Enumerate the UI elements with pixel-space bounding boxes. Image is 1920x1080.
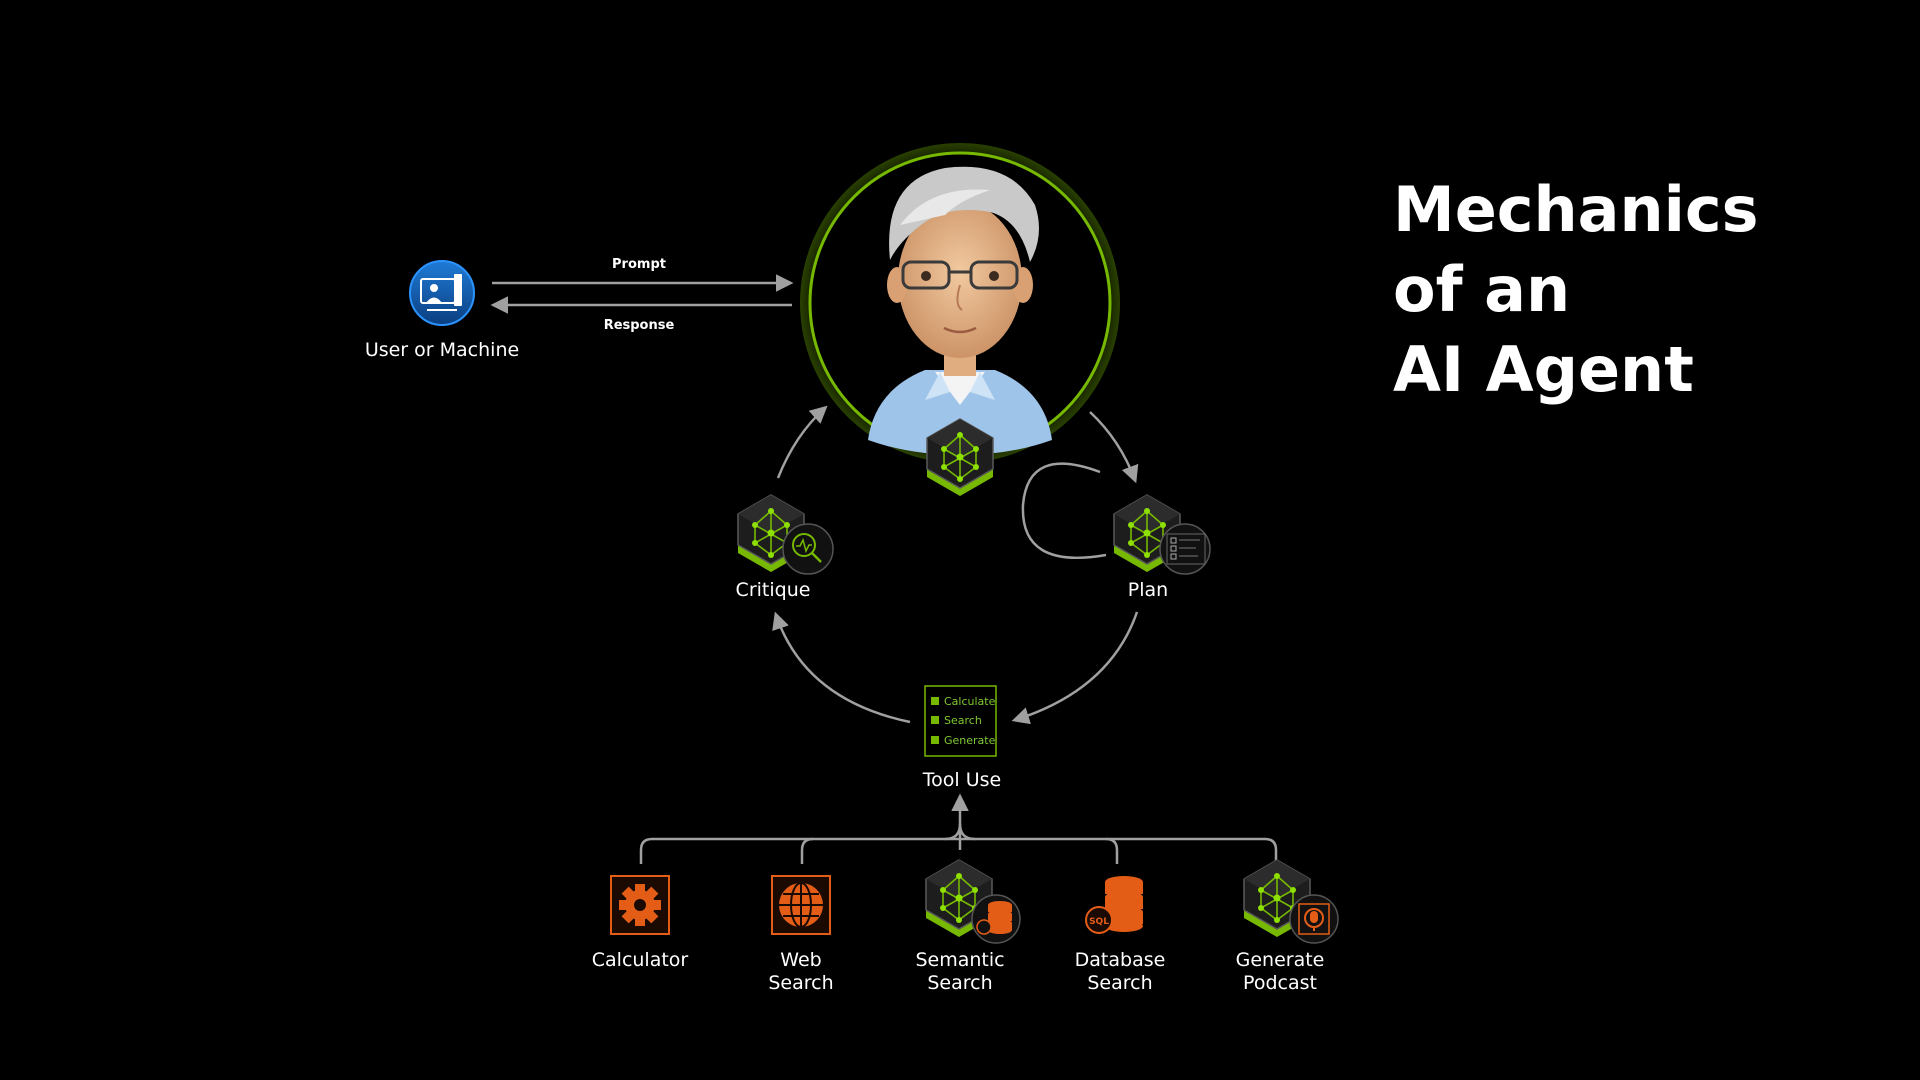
- checklist-item: Generate: [944, 734, 996, 747]
- loop-arrow-tooluse-to-critique: [772, 611, 911, 724]
- tool-label: Generate: [1236, 949, 1325, 971]
- microphone-cube-icon: [1289, 894, 1339, 944]
- tool-semantic-search: Semantic Search: [915, 859, 1021, 994]
- tool-connectors: [639, 793, 1278, 864]
- sql-badge: SQL: [1089, 917, 1109, 927]
- user-terminal-icon: [409, 260, 475, 326]
- prompt-label: Prompt: [612, 257, 666, 272]
- tool-label: Database: [1075, 949, 1166, 971]
- tool-database-search: SQL Database Search: [1075, 876, 1166, 994]
- loop-arrow-critique-to-agent: [776, 405, 828, 479]
- sql-database-icon: SQL: [1085, 876, 1143, 934]
- user-label: User or Machine: [365, 339, 519, 361]
- tool-label: Search: [768, 972, 833, 994]
- user-node: User or Machine: [365, 260, 519, 361]
- plan-self-loop: [1021, 462, 1107, 560]
- response-label: Response: [604, 318, 675, 333]
- title-line: Mechanics: [1393, 173, 1759, 246]
- tool-generate-podcast: Generate Podcast: [1236, 859, 1339, 994]
- magnifier-pulse-icon: [782, 523, 834, 575]
- checklist-item: Calculate: [944, 695, 996, 708]
- gear-icon: [610, 875, 670, 935]
- tool-calculator: Calculator: [592, 875, 689, 971]
- globe-icon: [771, 875, 831, 935]
- tool-label: Calculator: [592, 949, 689, 971]
- tool-label: Semantic: [915, 949, 1004, 971]
- loop-arrow-plan-to-tooluse: [1011, 611, 1139, 725]
- response-arrow: Response: [490, 296, 792, 333]
- checklist-box: [931, 716, 939, 724]
- database-cube-icon: [971, 894, 1021, 944]
- loop-arrow-agent-to-plan: [1089, 411, 1139, 484]
- title-line: AI Agent: [1393, 333, 1694, 406]
- tool-label: Web: [780, 949, 821, 971]
- tool-use-node: Calculate Search Generate Tool Use: [922, 685, 1001, 791]
- checklist-box: [931, 736, 939, 744]
- page-title: Mechanics of an AI Agent: [1393, 170, 1759, 410]
- tool-web-search: Web Search: [768, 875, 834, 994]
- tool-use-label: Tool Use: [922, 769, 1001, 791]
- checklist-item: Search: [944, 714, 982, 727]
- tool-label: Podcast: [1243, 972, 1317, 994]
- checklist-box: [931, 697, 939, 705]
- agent-avatar: [800, 143, 1120, 497]
- critique-label: Critique: [736, 579, 811, 601]
- critique-node: Critique: [736, 494, 834, 601]
- plan-node: Plan: [1113, 494, 1211, 601]
- prompt-arrow: Prompt: [492, 257, 794, 292]
- tool-label: Search: [927, 972, 992, 994]
- title-line: of an: [1393, 253, 1571, 326]
- tool-label: Search: [1087, 972, 1152, 994]
- plan-label: Plan: [1128, 579, 1168, 601]
- checklist-icon: [1159, 523, 1211, 575]
